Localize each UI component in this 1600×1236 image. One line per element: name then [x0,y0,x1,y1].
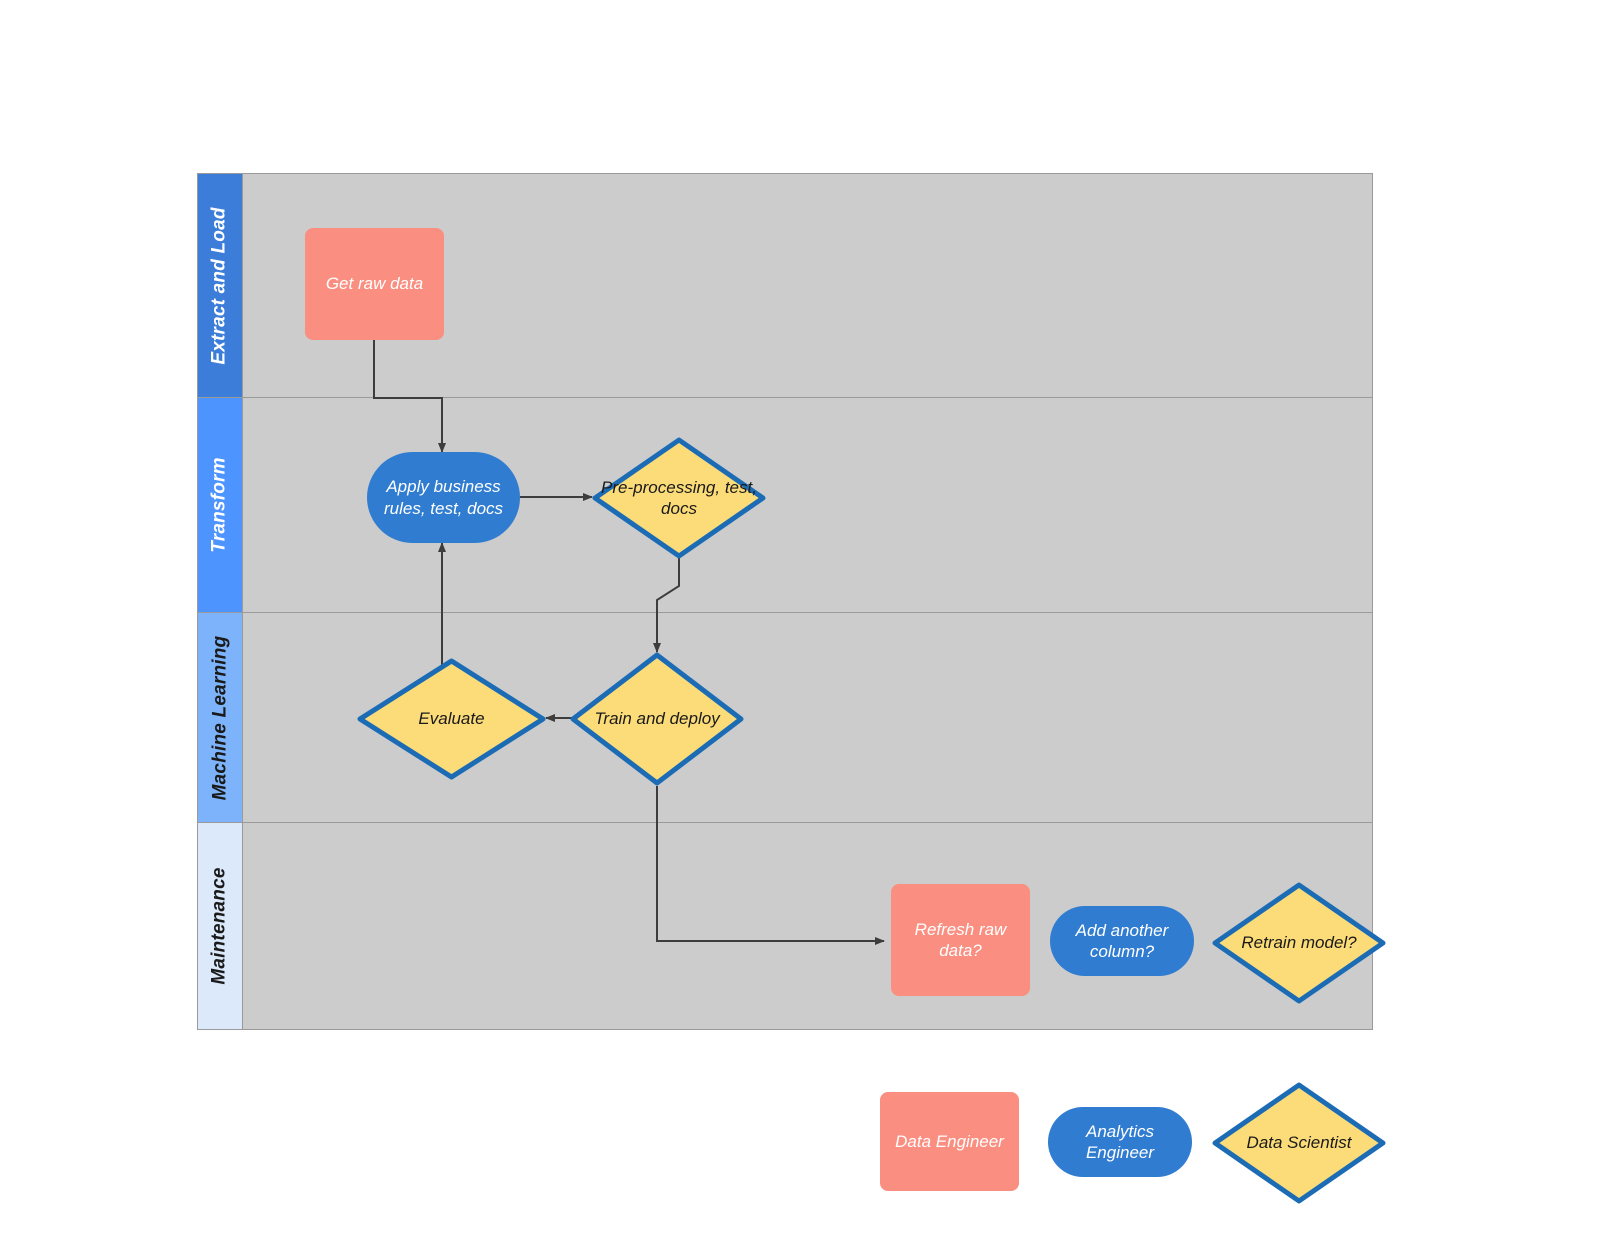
lane-body-maintenance [243,823,1372,1029]
node-retrain-model[interactable]: Retrain model? [1212,882,1386,1004]
node-label-apply-business-rules: Apply business rules, test, docs [383,477,504,518]
lane-header-transform: Transform [198,398,243,612]
node-evaluate[interactable]: Evaluate [357,658,546,780]
diamond-shape [1212,882,1386,1004]
lane-transform: Transform [198,398,1372,613]
lane-maintenance: Maintenance [198,823,1372,1029]
node-label-add-another-column: Add another column? [1075,920,1169,961]
lane-header-extract-and-load: Extract and Load [198,174,243,397]
node-label-refresh-raw-data: Refresh raw data? [914,919,1007,960]
node-get-raw-data[interactable]: Get raw data [305,228,444,340]
node-refresh-raw-data[interactable]: Refresh raw data? [891,884,1030,996]
node-label-evaluate: Evaluate [418,709,485,729]
node-add-another-column[interactable]: Add another column? [1050,906,1194,976]
lane-extract-and-load: Extract and Load [198,174,1372,398]
legend-item-data-engineer: Data Engineer [880,1092,1019,1191]
node-label-pre-processing: Pre-processing, test, docs [601,477,757,518]
node-pre-processing[interactable]: Pre-processing, test, docs [592,437,766,559]
legend-item-data-scientist: Data Scientist [1212,1082,1386,1204]
node-apply-business-rules[interactable]: Apply business rules, test, docs [367,452,520,543]
legend-item-analytics-engineer: Analytics Engineer [1048,1107,1192,1177]
diamond-shape [357,658,546,780]
diamond-shape [570,652,744,786]
node-train-and-deploy[interactable]: Train and deploy [570,652,744,786]
legend-label-data-engineer: Data Engineer [895,1131,1004,1151]
legend: Data Engineer Analytics Engineer Data Sc… [880,1082,1386,1204]
legend-label-analytics-engineer: Analytics Engineer [1085,1121,1155,1162]
node-label-train-and-deploy: Train and deploy [594,709,720,729]
lane-label-machine-learning: Machine Learning [209,635,231,800]
lane-label-maintenance: Maintenance [209,867,231,985]
legend-label-data-scientist: Data Scientist [1246,1133,1352,1153]
lane-label-extract-and-load: Extract and Load [209,206,230,365]
lane-header-maintenance: Maintenance [198,823,243,1029]
node-label-retrain-model: Retrain model? [1241,933,1357,953]
diamond-shape [592,437,766,559]
lane-header-machine-learning: Machine Learning [198,613,243,822]
diamond-shape [1212,1082,1386,1204]
lane-label-transform: Transform [209,457,231,553]
node-label-get-raw-data: Get raw data [325,274,424,294]
